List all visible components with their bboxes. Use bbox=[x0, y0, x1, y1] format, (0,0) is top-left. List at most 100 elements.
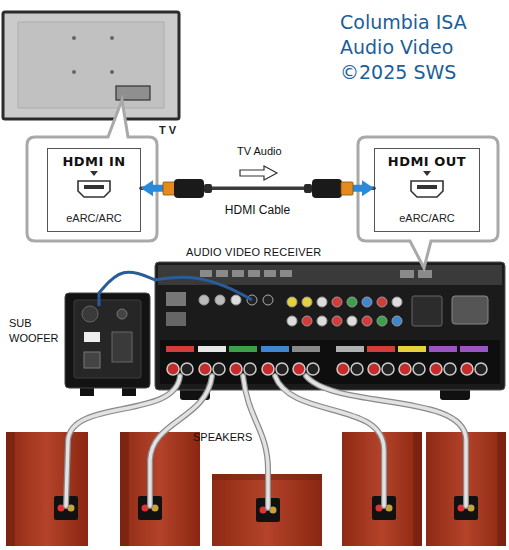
callout-bubble bbox=[27, 100, 157, 241]
hdmi-port-pins bbox=[417, 185, 437, 189]
binding-post bbox=[413, 363, 425, 375]
speaker-wire bbox=[66, 376, 180, 506]
rca-jack bbox=[392, 297, 402, 307]
receiver-body bbox=[155, 262, 505, 390]
port-name: HDMI IN bbox=[48, 154, 140, 169]
hdmi-jack bbox=[248, 270, 260, 277]
rca-jack bbox=[377, 297, 387, 307]
speaker-wire bbox=[150, 376, 212, 506]
rca-jack bbox=[392, 316, 402, 326]
sub-out-jack bbox=[247, 295, 257, 305]
rca-jack bbox=[287, 297, 297, 307]
title-text: Columbia ISA Audio Video ©2025 SWS bbox=[340, 10, 495, 85]
binding-post bbox=[181, 363, 193, 375]
channel-tag bbox=[367, 346, 395, 352]
speaker-top bbox=[212, 474, 322, 480]
speaker-terminal bbox=[454, 496, 478, 520]
power-inlet bbox=[452, 296, 488, 324]
hdmi-jack bbox=[232, 270, 244, 277]
tv-back bbox=[3, 12, 179, 119]
binding-post bbox=[230, 363, 242, 375]
subwoofer-illustration bbox=[65, 293, 150, 396]
binding-post bbox=[293, 363, 305, 375]
rca-jack bbox=[332, 316, 342, 326]
rca-jack bbox=[347, 297, 357, 307]
binding-post bbox=[262, 363, 274, 375]
sub-power bbox=[84, 352, 100, 368]
mount-hole bbox=[110, 70, 114, 74]
speaker-cabinet bbox=[212, 474, 322, 546]
hdmi-cable bbox=[141, 187, 374, 191]
binding-post bbox=[351, 363, 363, 375]
rca-jack bbox=[302, 316, 312, 326]
receiver-top bbox=[158, 265, 502, 285]
speaker-terminal bbox=[138, 496, 162, 520]
subwoofer-box: SUB WOOFER bbox=[65, 293, 150, 388]
tv-illustration bbox=[3, 12, 179, 119]
channel-tag bbox=[292, 346, 320, 352]
sub-cable bbox=[98, 293, 101, 306]
terminal-post bbox=[260, 507, 267, 514]
port-type: eARC/ARC bbox=[375, 212, 479, 224]
device-label: SUB WOOFER bbox=[9, 316, 59, 346]
tv-set: T V bbox=[3, 12, 179, 119]
rca-jack bbox=[377, 316, 387, 326]
sub-panel bbox=[74, 300, 141, 378]
speaker-wire bbox=[243, 376, 268, 508]
speaker-terminal bbox=[54, 496, 78, 520]
hdmi-port-icon bbox=[78, 181, 110, 197]
port-type: eARC/ARC bbox=[48, 212, 140, 224]
io-panel bbox=[412, 296, 442, 326]
terminal-post bbox=[468, 505, 475, 512]
sub-knob bbox=[117, 309, 127, 319]
speaker-wire bbox=[275, 376, 384, 506]
binding-post bbox=[213, 363, 225, 375]
speaker-side bbox=[497, 432, 506, 546]
rca-jack bbox=[287, 316, 297, 326]
connector-layer bbox=[99, 180, 374, 293]
sub-out-jack bbox=[263, 295, 273, 305]
sub-inputs bbox=[112, 332, 132, 362]
hdmi-jack bbox=[400, 270, 414, 278]
channel-tag bbox=[166, 346, 194, 352]
port-name: HDMI OUT bbox=[375, 154, 479, 169]
receiver-illustration bbox=[155, 262, 505, 400]
arrow-head bbox=[348, 180, 374, 196]
binding-post bbox=[167, 363, 179, 375]
channel-tag bbox=[429, 346, 457, 352]
terminal-post bbox=[142, 505, 149, 512]
hdmi-jack bbox=[216, 270, 228, 277]
speaker-wire bbox=[243, 376, 268, 508]
antenna-jack bbox=[199, 295, 209, 305]
channel-tag bbox=[460, 346, 488, 352]
signal-direction-arrow bbox=[240, 166, 277, 180]
rca-jack bbox=[302, 297, 312, 307]
group-label: SPEAKERS bbox=[193, 431, 273, 443]
binding-post bbox=[475, 363, 487, 375]
rca-jack bbox=[347, 316, 357, 326]
port-marker bbox=[423, 171, 431, 176]
speaker-terminal bbox=[372, 496, 396, 520]
speaker-wires bbox=[66, 376, 466, 508]
channel-tag bbox=[261, 346, 289, 352]
speaker-wire bbox=[66, 376, 180, 506]
binding-post bbox=[444, 363, 456, 375]
arrow-head bbox=[141, 180, 167, 196]
speaker-terminal bbox=[256, 498, 280, 522]
callout-bubble bbox=[358, 137, 498, 268]
mount-hole bbox=[110, 36, 114, 40]
hdmi-strain-relief bbox=[204, 184, 212, 193]
terminal-post bbox=[58, 505, 65, 512]
antenna-jack bbox=[215, 295, 225, 305]
hdmi-jack bbox=[264, 270, 276, 277]
network-jack bbox=[166, 292, 186, 306]
binding-post bbox=[307, 363, 319, 375]
signal-label: TV Audio bbox=[237, 145, 299, 157]
hdmi-jack bbox=[200, 270, 212, 277]
terminal-post bbox=[152, 505, 159, 512]
receiver-box: AUDIO VIDEO RECEIVER bbox=[155, 262, 505, 390]
